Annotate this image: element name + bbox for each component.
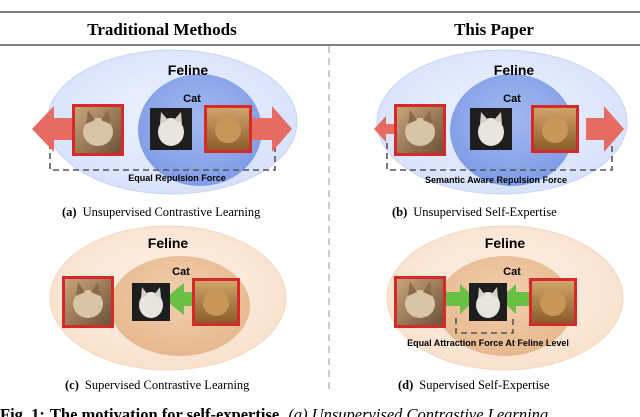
feline-label-d: Feline	[485, 235, 526, 251]
bracket-a	[49, 143, 276, 171]
white-kitten-image-c	[132, 283, 170, 321]
tabby-cat-image-d	[394, 276, 446, 328]
tabby-cat-image-c	[62, 276, 114, 328]
attraction-arrow-left-d	[446, 284, 476, 314]
header-this-paper: This Paper	[454, 20, 534, 39]
caption-b: (b) Unsupervised Self-Expertise	[392, 205, 557, 219]
panel-a: Feline Cat Equal Repulsion Force (a)U	[32, 49, 298, 219]
caption-tag-c: (c)	[65, 378, 79, 392]
cat-label-c: Cat	[172, 266, 190, 278]
lion-cub-image-c	[192, 278, 240, 326]
force-label-b: Semantic Aware Repulsion Force	[425, 175, 567, 185]
force-label-d: Equal Attraction Force At Feline Level	[407, 338, 569, 348]
figure-caption-subtext: (a) Unsupervised Contrastive Learning	[288, 405, 548, 417]
feline-label-c: Feline	[148, 235, 189, 251]
header-traditional-methods: Traditional Methods	[87, 20, 237, 39]
caption-tag-b: (b)	[392, 205, 407, 219]
lion-cub-image-b	[531, 105, 579, 153]
caption-d: (d) Supervised Self-Expertise	[398, 378, 550, 392]
caption-text-c: Supervised Contrastive Learning	[85, 378, 250, 392]
panel-d: Feline Cat Equal Attraction Force At Fel…	[386, 225, 624, 392]
caption-text-b: Unsupervised Self-Expertise	[413, 205, 557, 219]
caption-c: (c) Supervised Contrastive Learning	[65, 378, 250, 392]
caption-text-a: Unsupervised Contrastive Learning	[83, 205, 261, 219]
lion-cub-image-a	[204, 105, 252, 153]
white-kitten-image-a	[150, 108, 192, 150]
white-kitten-image-d	[469, 283, 507, 321]
tabby-cat-image-a	[72, 104, 124, 156]
panel-b: Feline Cat Semantic Aware Repulsion Forc…	[374, 49, 628, 219]
bracket-b	[386, 143, 613, 171]
force-label-a: Equal Repulsion Force	[128, 173, 226, 183]
repulsion-arrow-right-a	[252, 106, 292, 152]
cat-label-b: Cat	[503, 93, 521, 105]
cat-region-a	[138, 74, 262, 186]
feline-label-a: Feline	[168, 62, 209, 78]
bracket-d	[455, 318, 514, 334]
figure-caption: Fig. 1: The motivation for self-expertise…	[0, 405, 548, 417]
repulsion-arrow-left-a	[32, 106, 75, 152]
cat-label-a: Cat	[183, 93, 201, 105]
figure-caption-title: The motivation for self-expertise.	[50, 405, 283, 417]
caption-text-d: Supervised Self-Expertise	[419, 378, 550, 392]
caption-tag-a: (a)	[62, 205, 77, 219]
feline-label-b: Feline	[494, 62, 535, 78]
panel-c: Feline Cat (c) Supervised Contrastive Lea…	[49, 225, 287, 392]
strong-repulsion-arrow-right-b	[586, 106, 624, 152]
weak-repulsion-arrow-left-b	[374, 116, 396, 142]
caption-tag-d: (d)	[398, 378, 413, 392]
cat-label-d: Cat	[503, 266, 521, 278]
attraction-arrow-c	[164, 283, 208, 315]
white-kitten-image-b	[470, 108, 512, 150]
figure-caption-label: Fig. 1:	[0, 405, 45, 417]
attraction-arrow-right-d	[500, 284, 531, 314]
lion-cub-image-d	[529, 278, 577, 326]
tabby-cat-image-b	[394, 104, 446, 156]
caption-a: (a) Unsupervised Contrastive Learning	[62, 205, 261, 219]
